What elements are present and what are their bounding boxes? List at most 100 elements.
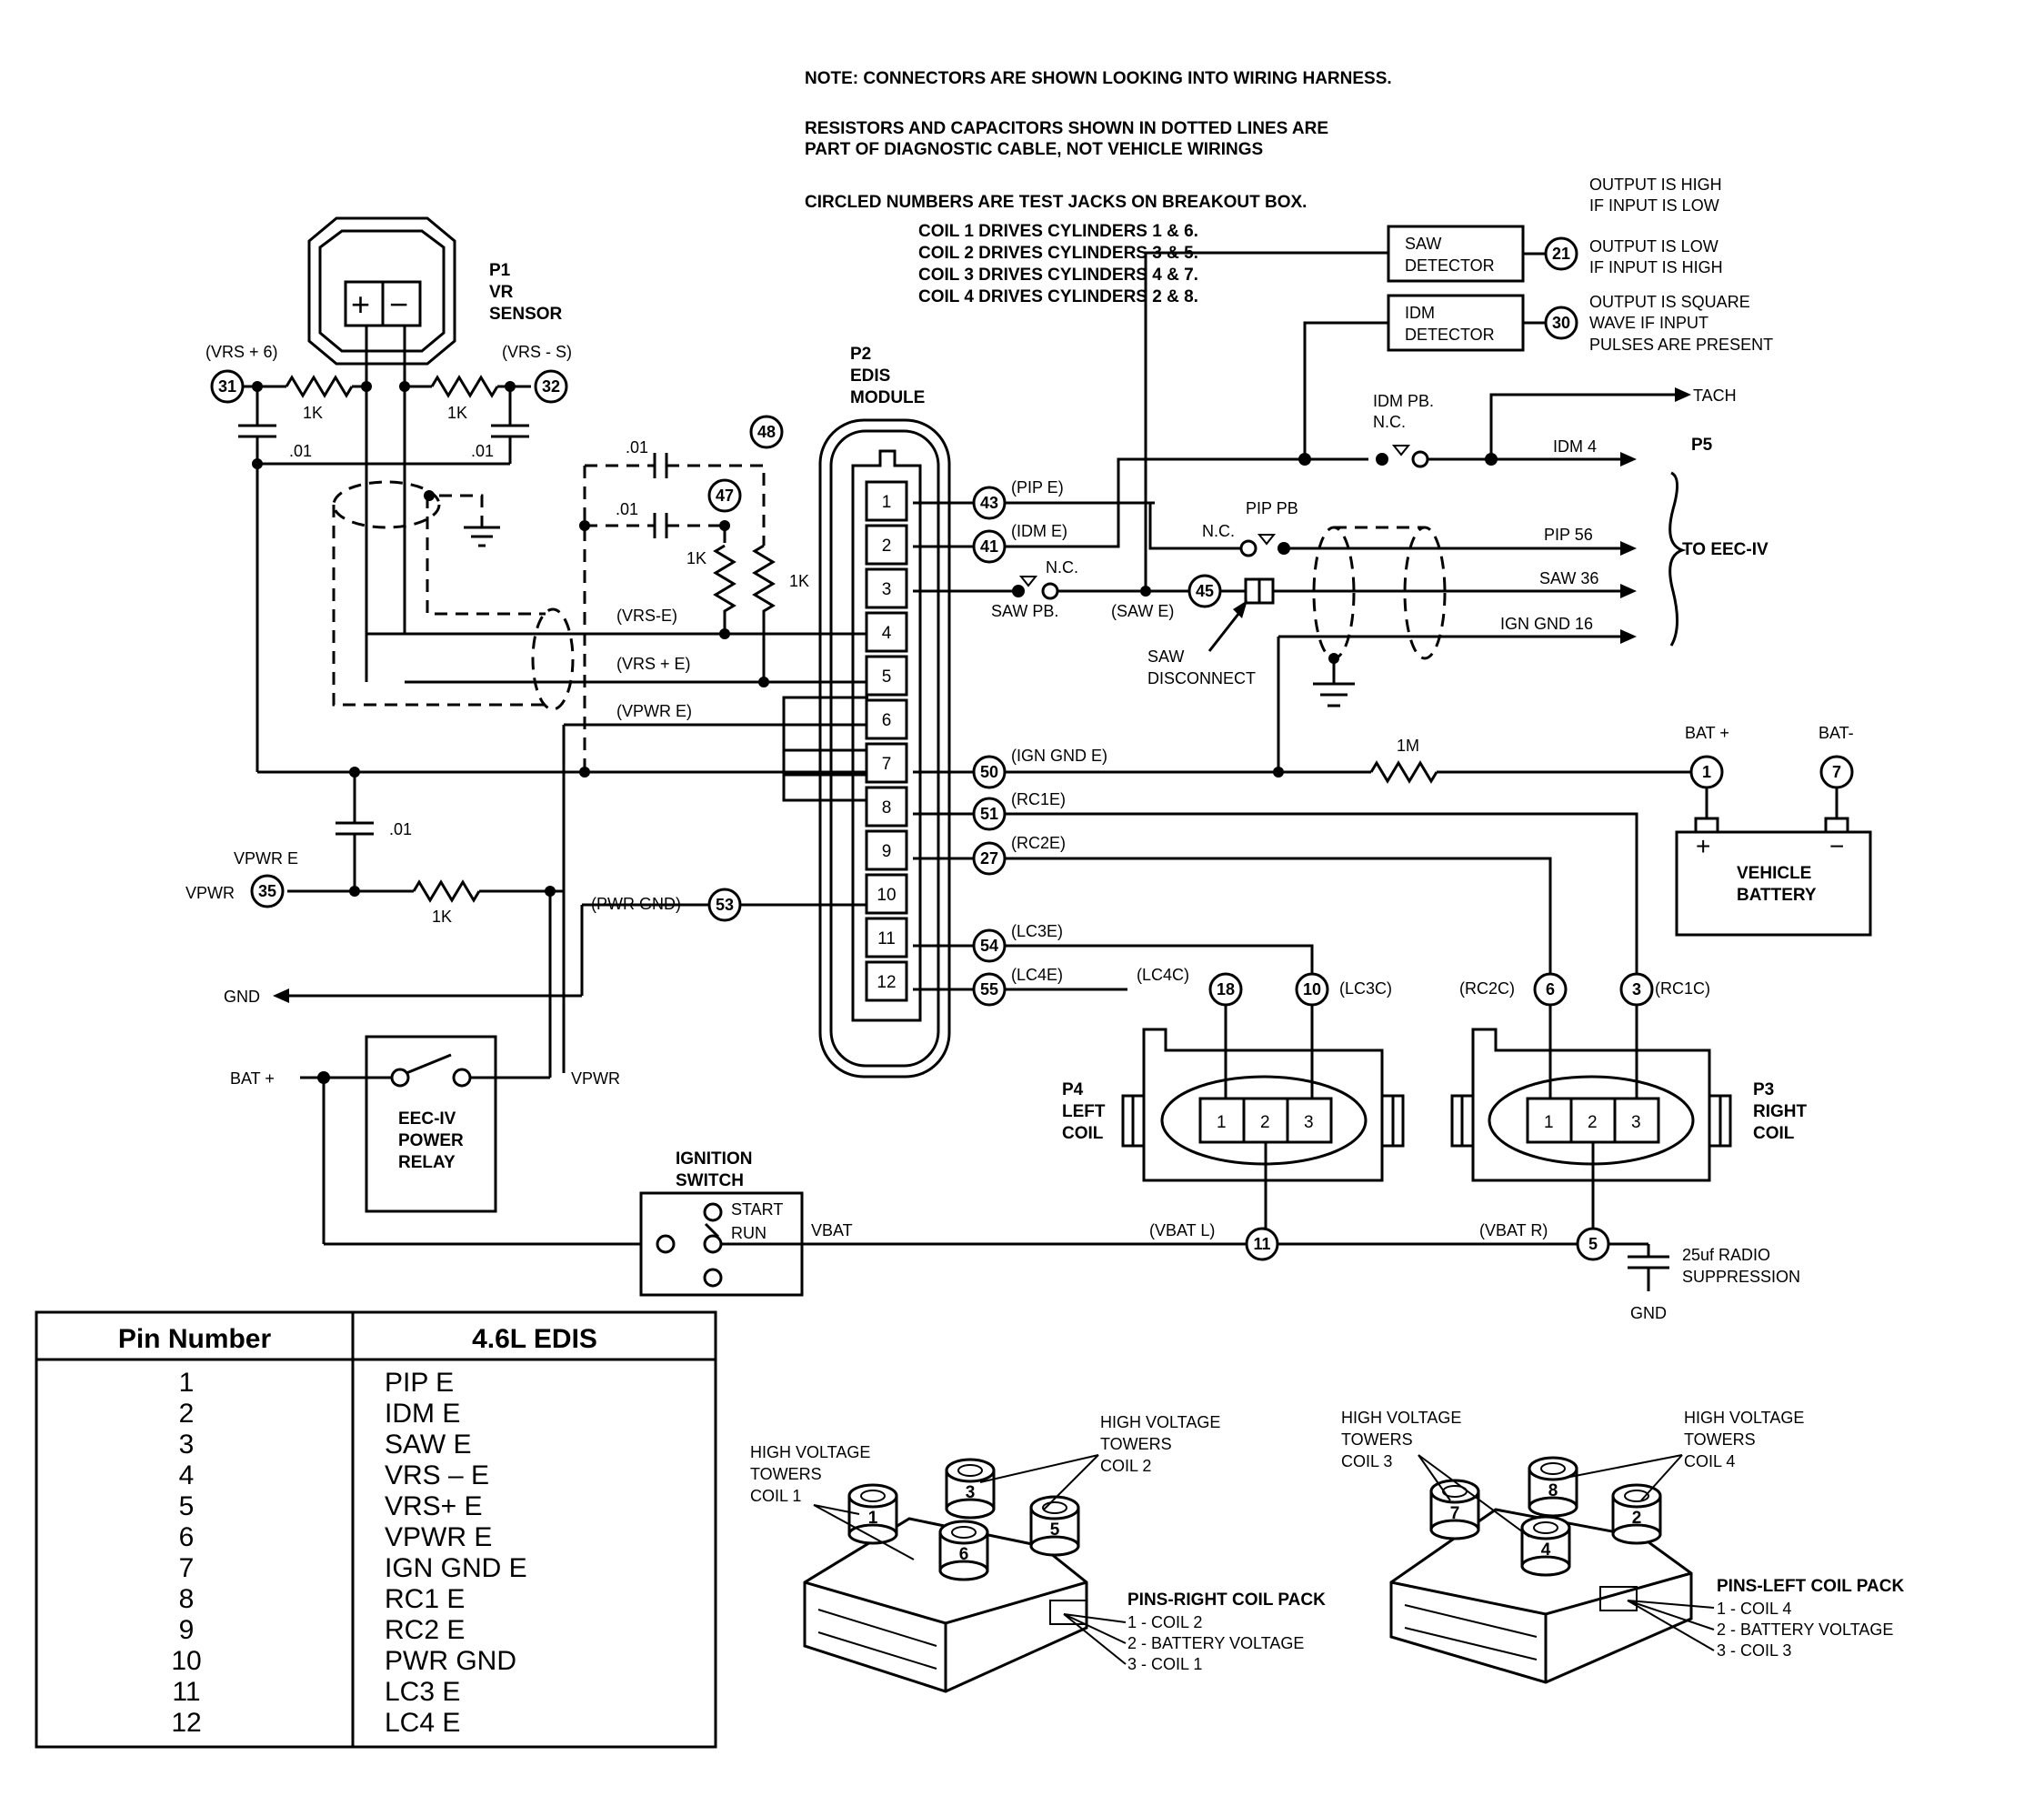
- p3-pin1: 1: [1544, 1113, 1554, 1132]
- pwr-gnd-label: (PWR GND): [591, 895, 681, 913]
- left-tower-2: 2: [1611, 1483, 1662, 1545]
- tower-number: 3: [966, 1483, 976, 1502]
- test-jack-53: 53: [707, 888, 742, 922]
- test-jack-label: 35: [258, 882, 276, 900]
- test-jack-label: 30: [1552, 314, 1570, 332]
- test-jack-label: 51: [980, 805, 998, 823]
- test-jack-label: 6: [1546, 980, 1555, 998]
- module-pin-label: 10: [877, 886, 896, 905]
- right-pin-3: 3 - COIL 1: [1127, 1655, 1202, 1673]
- test-jack-label: 11: [1253, 1235, 1270, 1253]
- edis-label: EDIS: [850, 366, 890, 386]
- idm-detector-box: [1387, 294, 1525, 352]
- module-pin-12: 12: [865, 960, 908, 1002]
- module-pin-label: 7: [882, 755, 892, 774]
- vrs-minus-s-label: (VRS - S): [502, 343, 572, 361]
- c01-a: .01: [289, 442, 312, 460]
- nc-saw-label: N.C.: [1046, 558, 1078, 577]
- gnd-left-label: GND: [224, 988, 260, 1006]
- note-test-jacks: CIRCLED NUMBERS ARE TEST JACKS ON BREAKO…: [805, 193, 1307, 212]
- right-tower-3: 3: [945, 1458, 996, 1520]
- test-jack-54: 54: [972, 928, 1007, 963]
- saw36-label: SAW 36: [1539, 569, 1598, 587]
- coil-left-label: COIL: [1062, 1124, 1104, 1143]
- test-jack-label: 10: [1303, 980, 1321, 998]
- output-low-1: OUTPUT IS LOW: [1589, 237, 1718, 256]
- table-header-pin: Pin Number: [118, 1324, 272, 1354]
- right-coil-p3: P3 RIGHT COIL 1 2 3: [1450, 1028, 1808, 1182]
- tower-number: 4: [1541, 1540, 1551, 1560]
- r1k-c: 1K: [686, 549, 706, 567]
- table-row: 8 RC1 E: [179, 1584, 466, 1614]
- ign-gnd16-label: IGN GND 16: [1500, 615, 1593, 633]
- test-jack-label: 3: [1632, 980, 1641, 998]
- vpwr-relay-label: VPWR: [571, 1069, 620, 1088]
- right-pin-2: 2 - BATTERY VOLTAGE: [1127, 1634, 1304, 1652]
- table-pin-function: LC3 E: [385, 1677, 460, 1707]
- table-pin-number: 6: [179, 1522, 195, 1552]
- eec-iv-power-relay: EEC-IV POWER RELAY: [365, 1035, 497, 1213]
- right-hv-6: COIL 2: [1100, 1457, 1151, 1475]
- saw-pb-label: SAW PB.: [991, 602, 1058, 620]
- output-high-2: IF INPUT IS LOW: [1589, 196, 1719, 215]
- table-pin-function: VRS – E: [385, 1460, 489, 1490]
- p3-label: P3: [1753, 1080, 1774, 1099]
- note-resistors-2: PART OF DIAGNOSTIC CABLE, NOT VEHICLE WI…: [805, 140, 1263, 159]
- module-pin-label: 6: [882, 711, 892, 730]
- pip-e-label: (PIP E): [1011, 478, 1064, 497]
- left-hv-1: HIGH VOLTAGE: [1341, 1409, 1461, 1427]
- vrs-e-plus-label: (VRS + E): [616, 655, 691, 673]
- p3-pin3: 3: [1631, 1113, 1641, 1132]
- saw-disconnect-2: DISCONNECT: [1147, 669, 1256, 687]
- test-jack-11: 11: [1245, 1227, 1279, 1261]
- module-label: MODULE: [850, 388, 925, 407]
- table-pin-function: VRS+ E: [385, 1491, 483, 1521]
- run-label: RUN: [731, 1224, 766, 1242]
- table-pin-function: PWR GND: [385, 1646, 516, 1676]
- bat-minus-label: BAT-: [1819, 724, 1854, 742]
- table-pin-function: VPWR E: [385, 1522, 492, 1552]
- sensor-label: SENSOR: [489, 305, 563, 324]
- tower-number: 8: [1548, 1481, 1558, 1500]
- radio-suppression-2: SUPPRESSION: [1682, 1268, 1800, 1286]
- pip56-label: PIP 56: [1544, 526, 1593, 544]
- module-pin-label: 5: [882, 667, 892, 687]
- vbat-l-label: (VBAT L): [1149, 1221, 1215, 1239]
- table-pin-function: RC1 E: [385, 1584, 465, 1614]
- output-high-1: OUTPUT IS HIGH: [1589, 176, 1722, 194]
- left-hv-3: COIL 3: [1341, 1452, 1392, 1470]
- rc1c-label: (RC1C): [1655, 979, 1710, 998]
- vehicle-battery: + − VEHICLE BATTERY: [1675, 788, 1872, 937]
- test-jack-label: 45: [1196, 582, 1214, 600]
- lc3e-label: (LC3E): [1011, 922, 1063, 940]
- c01-e: .01: [389, 820, 412, 838]
- test-jack-5: 5: [1576, 1227, 1610, 1261]
- test-jack-label: 50: [980, 763, 998, 781]
- right-coil-pack-illustration: HIGH VOLTAGE TOWERS COIL 1 HIGH VOLTAGE …: [750, 1413, 1326, 1693]
- table-header-edis: 4.6L EDIS: [472, 1324, 597, 1354]
- tower-number: 5: [1050, 1520, 1060, 1540]
- test-jack-10: 10: [1295, 972, 1329, 1007]
- tower-number: 1: [868, 1509, 878, 1528]
- tower-number: 7: [1450, 1504, 1460, 1523]
- start-label: START: [731, 1200, 783, 1219]
- output-square-2: WAVE IF INPUT: [1589, 314, 1708, 332]
- test-jack-label: 47: [716, 487, 734, 505]
- table-pin-number: 8: [179, 1584, 195, 1614]
- module-pin-8: 8: [865, 786, 908, 828]
- left-pin-3: 3 - COIL 3: [1717, 1641, 1791, 1660]
- p5-label: P5: [1691, 436, 1713, 455]
- left-coil-pack-illustration: HIGH VOLTAGE TOWERS COIL 3 HIGH VOLTAGE …: [1341, 1409, 1904, 1684]
- gnd-bottom-label: GND: [1630, 1304, 1667, 1322]
- sensor-plus: +: [351, 286, 370, 323]
- p1-label: P1: [489, 261, 511, 280]
- left-tower-4: 4: [1520, 1515, 1571, 1577]
- r1k-a: 1K: [303, 404, 323, 422]
- saw-disconnect-1: SAW: [1147, 647, 1184, 666]
